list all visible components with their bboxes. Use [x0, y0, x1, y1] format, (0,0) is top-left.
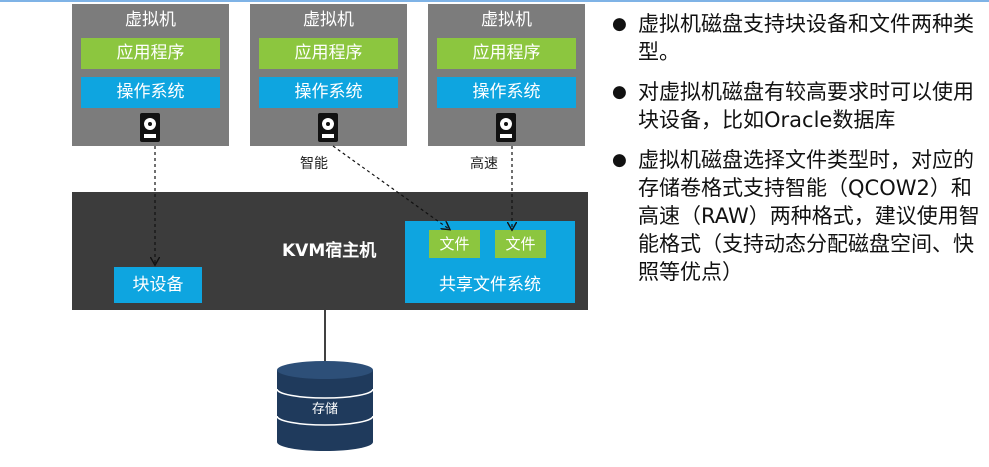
vm-box-3: 虚拟机 应用程序 操作系统: [428, 4, 585, 146]
disk-icon: [140, 113, 160, 142]
file-box-smart: 文件: [429, 230, 480, 258]
vm-title: 虚拟机: [125, 10, 176, 30]
fast-format-label: 高速: [470, 156, 498, 172]
vm-os-layer: 操作系统: [81, 77, 220, 108]
bullet-item: 虚拟机磁盘选择文件类型时，对应的存储卷格式支持智能（QCOW2）和高速（RAW）…: [612, 146, 984, 286]
vm2-to-file-arrow: [332, 145, 449, 229]
vm-app-layer: 应用程序: [437, 38, 576, 69]
vm-box-2: 虚拟机 应用程序 操作系统: [250, 4, 407, 146]
bullet-item: 虚拟机磁盘支持块设备和文件两种类型。: [612, 10, 984, 66]
kvm-host-box: KVM宿主机 块设备 文件 文件 共享文件系统: [72, 192, 588, 310]
host-label: KVM宿主机: [282, 241, 377, 261]
bullet-item: 对虚拟机磁盘有较高要求时可以使用块设备，比如Oracle数据库: [612, 78, 984, 134]
bullet-list: 虚拟机磁盘支持块设备和文件两种类型。 对虚拟机磁盘有较高要求时可以使用块设备，比…: [612, 10, 984, 298]
vm-app-layer: 应用程序: [259, 38, 398, 69]
storage-label: 存储: [311, 402, 338, 417]
vm-title: 虚拟机: [481, 10, 532, 30]
vm-os-layer: 操作系统: [259, 77, 398, 108]
shared-filesystem-label: 共享文件系统: [439, 275, 541, 295]
vm-box-1: 虚拟机 应用程序 操作系统: [72, 4, 229, 146]
disk-icon: [318, 113, 338, 142]
file-box-fast: 文件: [495, 230, 546, 258]
shared-filesystem-box: 文件 文件 共享文件系统: [405, 221, 575, 303]
block-device-box: 块设备: [114, 267, 202, 303]
disk-icon: [496, 113, 516, 142]
storage-cylinder-icon: [276, 361, 374, 451]
vm-app-layer: 应用程序: [81, 38, 220, 69]
vm-title: 虚拟机: [303, 10, 354, 30]
top-divider-line: [0, 0, 989, 2]
smart-format-label: 智能: [300, 156, 328, 172]
vm-os-layer: 操作系统: [437, 77, 576, 108]
